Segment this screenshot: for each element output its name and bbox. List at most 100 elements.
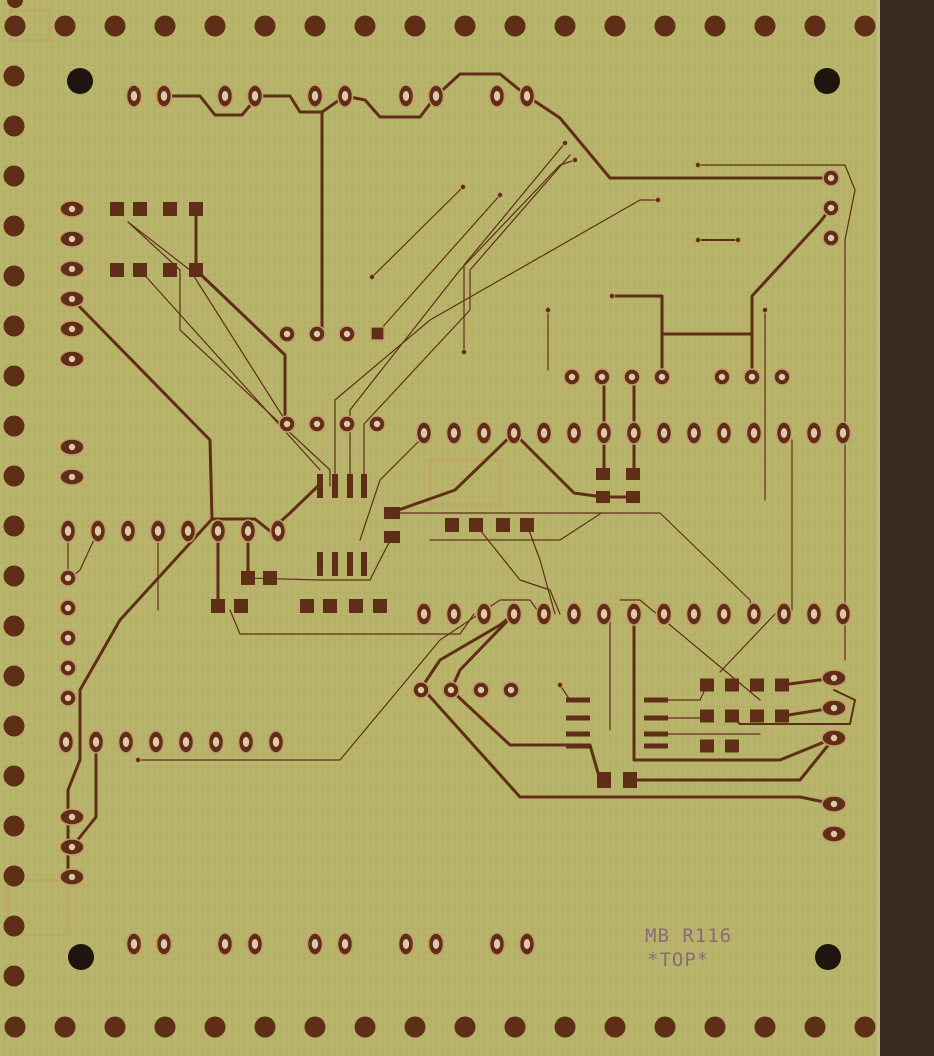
- pad-drill: [152, 737, 160, 747]
- pad-drill: [810, 609, 818, 619]
- pad-drill: [68, 873, 76, 881]
- edge-hole: [54, 1016, 76, 1038]
- copper-trace: [632, 612, 836, 762]
- copper-trace: [70, 740, 98, 849]
- copper-trace: [139, 269, 321, 471]
- pad-drill: [780, 428, 788, 438]
- mounting-hole-icon: [814, 68, 840, 94]
- pad-drill: [341, 91, 349, 101]
- pad-drill: [130, 91, 138, 101]
- pad-drill: [830, 800, 838, 808]
- through-hole-pads: [57, 84, 852, 956]
- edge-hole: [404, 15, 426, 37]
- copper-trace: [229, 609, 475, 635]
- smd-pad-icon: [566, 715, 590, 721]
- smd-pad-icon: [163, 202, 177, 216]
- smd-pad-icon: [384, 507, 400, 519]
- pad-drill: [242, 737, 250, 747]
- edge-hole: [204, 15, 226, 37]
- via-icon: [695, 236, 702, 243]
- pad-drill: [68, 813, 76, 821]
- pad-drill: [402, 939, 410, 949]
- pad-drill: [690, 428, 698, 438]
- smd-pad-icon: [496, 518, 510, 532]
- pad-drill: [68, 843, 76, 851]
- via-icon: [545, 306, 552, 313]
- edge-hole: [3, 115, 25, 137]
- via-icon: [572, 156, 579, 163]
- copper-trace: [699, 164, 856, 661]
- pad-drill: [68, 325, 76, 333]
- edge-hole: [604, 1016, 626, 1038]
- smd-pad-icon: [332, 474, 338, 498]
- copper-trace: [349, 159, 576, 487]
- smd-pad-icon: [775, 678, 789, 692]
- pad-drill: [830, 830, 838, 838]
- smd-pad-icon: [644, 731, 668, 737]
- via-icon: [557, 682, 564, 689]
- pad-drill: [450, 428, 458, 438]
- pad-drill: [432, 939, 440, 949]
- mounting-hole-icon: [815, 944, 841, 970]
- copper-trace: [388, 431, 516, 515]
- pad-drill: [373, 420, 381, 428]
- pad-drill: [160, 91, 168, 101]
- copper-trace: [137, 599, 541, 761]
- pad-drill: [92, 737, 100, 747]
- pad-drill: [68, 295, 76, 303]
- pad-drill: [447, 686, 455, 694]
- edge-hole: [3, 215, 25, 237]
- pad-drill: [311, 91, 319, 101]
- copper-trace: [334, 199, 659, 487]
- mounting-hole-icon: [68, 944, 94, 970]
- pad-drill: [830, 704, 838, 712]
- edge-hole: [3, 265, 25, 287]
- edge-hole: [254, 15, 276, 37]
- pad-drill: [718, 373, 726, 381]
- pad-drill: [343, 420, 351, 428]
- edge-hole: [3, 565, 25, 587]
- edge-hole: [4, 15, 26, 37]
- smd-pad-icon: [626, 491, 640, 503]
- via-icon: [496, 191, 503, 198]
- copper-trace: [247, 536, 393, 581]
- smd-pad-icon: [596, 468, 610, 480]
- pad-drill: [64, 604, 72, 612]
- pad-drill: [540, 428, 548, 438]
- smd-pad-icon: [445, 518, 459, 532]
- smd-pad-icon: [626, 468, 640, 480]
- pad-drill: [523, 939, 531, 949]
- edge-hole: [804, 1016, 826, 1038]
- pad-drill: [272, 737, 280, 747]
- pad-drill: [154, 526, 162, 536]
- pad-drill: [283, 330, 291, 338]
- pad-drill: [94, 526, 102, 536]
- pad-drill: [124, 526, 132, 536]
- edge-hole: [754, 15, 776, 37]
- pad-drill: [628, 373, 636, 381]
- via-icon: [562, 139, 569, 146]
- pad-drill: [510, 428, 518, 438]
- edge-hole: [3, 915, 25, 937]
- pad-drill: [212, 737, 220, 747]
- pad-drill: [251, 939, 259, 949]
- via-icon: [459, 183, 466, 190]
- pad-drill: [62, 737, 70, 747]
- edge-hole: [254, 1016, 276, 1038]
- via-icon: [735, 236, 742, 243]
- copper-trace: [194, 268, 287, 426]
- edge-hole: [7, 0, 23, 8]
- copper-trace: [619, 599, 761, 701]
- pad-drill: [570, 609, 578, 619]
- pad-drill: [160, 939, 168, 949]
- smd-pad-icon: [347, 552, 353, 576]
- pad-drill: [68, 235, 76, 243]
- pad-drill: [182, 737, 190, 747]
- pad-drill: [830, 674, 838, 682]
- pad-drill: [827, 174, 835, 182]
- edge-holes: [3, 0, 876, 1038]
- smd-pad-icon: [133, 202, 147, 216]
- smd-pad-icon: [323, 599, 337, 613]
- ghost-marks: [6, 8, 502, 937]
- edge-hole: [304, 1016, 326, 1038]
